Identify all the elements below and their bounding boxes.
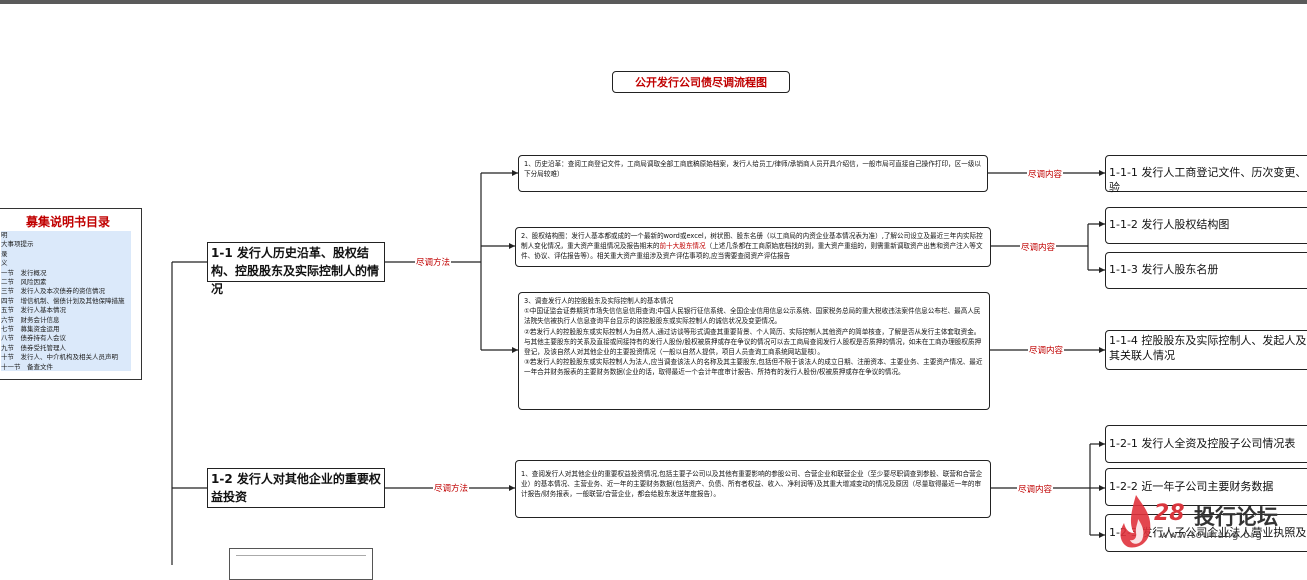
watermark-number: 28 — [1154, 501, 1185, 526]
section-1-2-box: 1-2 发行人对其他企业的重要权益投资 — [207, 468, 385, 508]
method-box-investments: 1、查阅发行人对其他企业的重要权益投资情况,包括主要子公司以及其他有重要影响的参… — [515, 460, 991, 518]
method-box-equity-structure: 2、股权结构图：发行人基本都或成的一个最新的word或excel，树状图、股东名… — [515, 227, 991, 267]
method-paragraph: ②若发行人的控股股东或实际控制人为自然人,通过访谈等形式调查其重要背景、个人简历… — [524, 327, 982, 357]
toc-item: 录 — [1, 249, 8, 258]
content-label: 尽调内容 — [1028, 344, 1065, 356]
toc-item: 六节 财务会计信息 — [1, 315, 60, 324]
window-top-bar — [0, 0, 1307, 4]
method-heading: 3、调查发行人的控股股东及实际控制人的基本情况 — [524, 297, 674, 305]
toc-item: 八节 债券持有人会议 — [1, 334, 66, 343]
toc-list: 明 大事项提示 录 义 一节 发行概况 二节 风险因素 三节 发行人及本次债券的… — [1, 231, 131, 371]
toc-item: 十节 发行人、中介机构及相关人员声明 — [1, 353, 118, 362]
method-label-1-1: 尽调方法 — [415, 256, 452, 268]
toc-item: 明 — [1, 231, 8, 239]
connector-lines — [171, 170, 1105, 565]
watermark-text: 投行论坛 — [1194, 505, 1278, 529]
result-1-2-1: 1-2-1 发行人全资及控股子公司情况表 — [1105, 425, 1307, 463]
watermark-url: www.touhang.org — [1160, 530, 1263, 541]
result-1-1-2: 1-1-2 发行人股权结构图 — [1105, 207, 1307, 244]
toc-item: 三节 发行人及本次债券的资信情况 — [1, 287, 105, 296]
method-label-1-2: 尽调方法 — [433, 482, 470, 494]
toc-item: 九节 债券受托管理人 — [1, 343, 66, 352]
method-box-history: 1、历史沿革：查阅工商登记文件，工商局调取全部工商底稿原始档案，发行人给员工/律… — [518, 155, 988, 192]
flame-logo-icon — [1120, 495, 1151, 548]
toc-item: 七节 募集资金运用 — [1, 325, 60, 334]
content-label: 尽调内容 — [1027, 168, 1064, 180]
prospectus-toc-panel: 募集说明书目录 明 大事项提示 录 义 一节 发行概况 二节 风险因素 三节 发… — [0, 208, 142, 380]
toc-item: 十一节 备查文件 — [1, 362, 53, 371]
method-box-controlling-shareholder: 3、调查发行人的控股股东及实际控制人的基本情况 ①中国证监会证券期货市场失信信息… — [518, 292, 990, 410]
flowchart-title: 公开发行公司债尽调流程图 — [612, 71, 790, 93]
toc-item: 大事项提示 — [1, 240, 34, 249]
thumbnail-table-lines — [236, 555, 366, 579]
section-1-1-box: 1-1 发行人历史沿革、股权结构、控股股东及实际控制人的情况 — [207, 242, 385, 296]
result-1-1-3: 1-1-3 发行人股东名册 — [1105, 252, 1307, 289]
toc-item: 二节 风险因素 — [1, 278, 47, 287]
toc-item: 四节 增信机制、偿债计划及其他保障措施 — [1, 296, 125, 305]
toc-item: 义 — [1, 259, 8, 268]
toc-item: 五节 发行人基本情况 — [1, 306, 66, 315]
content-label: 尽调内容 — [1017, 483, 1054, 495]
toc-title: 募集说明书目录 — [25, 215, 110, 229]
method-paragraph: ①中国证监会证券期货市场失信信息信用查询;中国人民银行征信系统、全国企业信用信息… — [524, 307, 981, 326]
result-1-1-1: 1-1-1 发行人工商登记文件、历次变更、验 — [1105, 155, 1307, 194]
method-text: （上述几条都在工商原始底档找的到，重大资产重组的，则需重新调取资产出售和资产注入… — [521, 242, 983, 261]
content-label: 尽调内容 — [1020, 241, 1057, 253]
method-highlight: 前十大股东情况 — [659, 242, 706, 251]
result-1-2-2: 1-2-2 近一年子公司主要财务数据 — [1105, 468, 1307, 506]
method-paragraph: ③若发行人的控股股东或实际控制人为法人,应当调查该法人的名称及其主要股东,包括但… — [524, 358, 983, 377]
toc-item: 一节 发行概况 — [1, 268, 47, 277]
forum-watermark: 28 投行论坛 www.touhang.org — [1112, 493, 1307, 553]
embedded-table-thumbnail — [229, 548, 373, 580]
result-1-1-4: 1-1-4 控股股东及实际控制人、发起人及其关联人情况 — [1105, 330, 1307, 370]
method-text: 2、股权结构图：发行人基本都或成的一个最新的word或excel，树状图、股东名… — [521, 232, 983, 251]
